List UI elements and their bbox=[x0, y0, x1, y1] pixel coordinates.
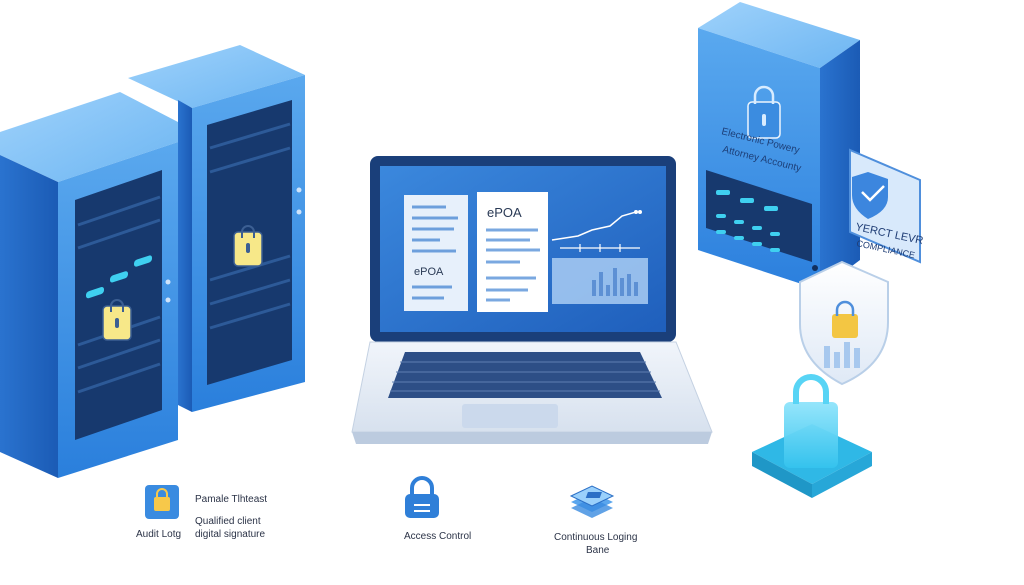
feature-signature-line1: Qualified client bbox=[195, 516, 261, 527]
rack-lock-icon bbox=[233, 225, 263, 267]
left-server-rack-front bbox=[0, 92, 178, 478]
feature-signature-line2: digital signature bbox=[195, 529, 266, 540]
feature-access-control: Access Control bbox=[404, 531, 472, 542]
feature-logging-subtitle: Bane bbox=[586, 545, 610, 556]
padlock-icon bbox=[747, 85, 781, 139]
feature-continuous-logging: Continuous Loging bbox=[554, 532, 638, 543]
laptop-keyboard bbox=[388, 352, 662, 398]
feature-signature-title: Pamale Tlhteast bbox=[195, 494, 268, 505]
compliance-badge: YERCT LEVR COMPLIANCE bbox=[849, 148, 924, 264]
left-server-lock-icon bbox=[102, 299, 132, 341]
access-control-lock-icon bbox=[405, 476, 439, 518]
layers-logging-icon bbox=[569, 485, 615, 518]
security-shield-chart bbox=[799, 260, 889, 386]
screen-document-left: ePOA bbox=[404, 195, 468, 311]
status-led-group bbox=[86, 255, 152, 299]
screen-chart-panel bbox=[551, 210, 648, 304]
chart-bars bbox=[592, 268, 638, 296]
doc-label: ePOA bbox=[414, 266, 444, 278]
shield-icon bbox=[852, 172, 888, 219]
feature-audit-log: Audit Lotg bbox=[136, 529, 182, 540]
cyan-lock-platform bbox=[752, 374, 872, 498]
audit-log-icon bbox=[145, 485, 179, 519]
right-server-leds bbox=[716, 190, 780, 252]
screen-document-center: ePOA bbox=[477, 192, 548, 312]
doc-heading: ePOA bbox=[487, 205, 522, 220]
